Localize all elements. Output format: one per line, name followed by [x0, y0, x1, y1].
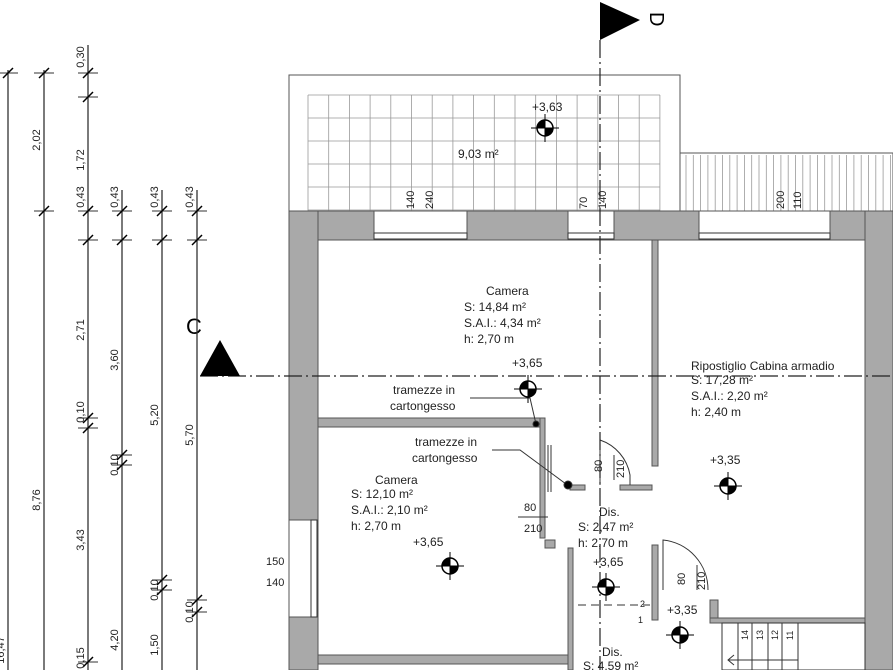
- level-marker-icon: [531, 114, 559, 142]
- walls: [288, 210, 893, 670]
- dimension-label: 8,76: [31, 489, 43, 510]
- svg-text:150: 150: [266, 556, 284, 568]
- dimension-label: 2,71: [75, 319, 87, 340]
- svg-text:h: 2,70 m: h: 2,70 m: [464, 332, 514, 346]
- svg-text:h: 2,70 m: h: 2,70 m: [351, 519, 401, 533]
- dimension-label: 1,50: [149, 634, 161, 655]
- svg-text:S.A.I.: 4,34 m²: S.A.I.: 4,34 m²: [464, 316, 541, 330]
- svg-text:110: 110: [792, 191, 804, 209]
- windows[interactable]: [288, 210, 831, 618]
- svg-text:S: 4,59 m²: S: 4,59 m²: [583, 659, 638, 670]
- svg-text:Dis.: Dis.: [602, 645, 623, 659]
- dimension-label: 0,43: [75, 186, 87, 207]
- dimension-label: 0,10: [184, 601, 196, 622]
- svg-text:S: 14,84 m²: S: 14,84 m²: [464, 300, 526, 314]
- svg-text:140: 140: [266, 577, 284, 589]
- door-swings[interactable]: [547, 439, 709, 591]
- dimension-label: 4,20: [109, 629, 121, 650]
- svg-text:S.A.I.: 2,10 m²: S.A.I.: 2,10 m²: [351, 503, 428, 517]
- terrace-outline: [288, 74, 681, 212]
- dimension-label: 0,30: [75, 46, 87, 67]
- stair-step-number: 13: [755, 630, 765, 640]
- dimension-chains: 16,47 2,02 8,76 0,30 1,72 0,43 2,71 0,10 3,43 0,1…: [0, 45, 207, 670]
- svg-text:80: 80: [676, 573, 688, 585]
- dimension-label: 2,02: [31, 129, 43, 150]
- svg-text:S: 12,10 m²: S: 12,10 m²: [351, 487, 413, 501]
- svg-text:210: 210: [615, 460, 627, 478]
- opening-dimensions: 140 240 70 140 200 110 150 140 80 210 80…: [266, 191, 804, 625]
- dimension-label: 0,43: [149, 186, 161, 207]
- svg-text:Ripostiglio Cabina armadio: Ripostiglio Cabina armadio: [691, 359, 835, 373]
- dimension-label: 0,10: [149, 579, 161, 600]
- svg-text:S.A.I.: 2,20 m²: S.A.I.: 2,20 m²: [691, 389, 768, 403]
- level-markers: [436, 114, 742, 649]
- svg-text:1: 1: [638, 615, 643, 625]
- svg-text:140: 140: [597, 191, 609, 209]
- svg-text:S: 2,47 m²: S: 2,47 m²: [578, 520, 633, 534]
- svg-text:+3,65: +3,65: [512, 356, 543, 370]
- svg-text:cartongesso: cartongesso: [390, 399, 456, 413]
- svg-text:h: 2,40 m: h: 2,40 m: [691, 405, 741, 419]
- svg-text:+3,35: +3,35: [710, 453, 741, 467]
- svg-text:+3,65: +3,65: [413, 535, 444, 549]
- stair-step-numbers: 14 13 12 11: [740, 630, 795, 640]
- dimension-label: 3,60: [109, 349, 121, 370]
- svg-text:210: 210: [696, 572, 708, 590]
- stair-step-number: 11: [785, 631, 795, 640]
- terrace-tiles: [307, 94, 661, 211]
- dimension-label: 5,70: [184, 424, 196, 445]
- svg-text:80: 80: [524, 502, 536, 514]
- dimension-label: 5,20: [149, 404, 161, 425]
- dimension-label: 1,72: [75, 149, 87, 170]
- section-c-label: C: [186, 314, 202, 339]
- svg-text:2: 2: [640, 599, 645, 609]
- section-c-arrow-icon: [200, 340, 240, 376]
- level-marker-icon: [714, 472, 742, 500]
- svg-text:+3,63: +3,63: [532, 100, 563, 114]
- svg-text:9,03 m²: 9,03 m²: [458, 147, 499, 161]
- dimension-label: 0,43: [109, 186, 121, 207]
- section-d-label: D: [645, 12, 667, 26]
- level-marker-icon: [436, 552, 464, 580]
- svg-text:cartongesso: cartongesso: [412, 451, 478, 465]
- svg-text:210: 210: [524, 523, 542, 535]
- svg-text:h: 2,70 m: h: 2,70 m: [578, 536, 628, 550]
- dimension-label: 0,10: [75, 401, 87, 422]
- svg-text:140: 140: [405, 191, 417, 209]
- level-marker-icon: [666, 621, 694, 649]
- svg-text:+3,35: +3,35: [667, 603, 698, 617]
- balcony-hatching: [679, 152, 893, 212]
- svg-text:tramezze in: tramezze in: [415, 435, 477, 449]
- svg-text:240: 240: [424, 191, 436, 209]
- svg-text:Camera: Camera: [486, 284, 529, 298]
- level-marker-icon: [592, 573, 620, 601]
- svg-text:S: 17,28 m²: S: 17,28 m²: [691, 373, 753, 387]
- svg-text:200: 200: [775, 191, 787, 209]
- stair-step-number: 14: [740, 630, 750, 640]
- dimension-label: 0,15: [75, 647, 87, 668]
- svg-text:Dis.: Dis.: [599, 505, 620, 519]
- dimension-label: 0,10: [109, 454, 121, 475]
- dimension-label: 16,47: [0, 636, 7, 664]
- dimension-label: 3,43: [75, 529, 87, 550]
- svg-text:tramezze in: tramezze in: [393, 383, 455, 397]
- svg-text:70: 70: [578, 197, 590, 209]
- section-d-arrow-icon: [600, 2, 640, 40]
- dimension-label: 0,43: [184, 186, 196, 207]
- room-labels: 9,03 m² +3,63 Camera S: 14,84 m² S.A.I.:…: [351, 100, 835, 670]
- stair-step-number: 12: [770, 630, 780, 640]
- svg-text:80: 80: [593, 460, 605, 472]
- leader-lines: [470, 397, 573, 490]
- level-marker-icon: [514, 375, 542, 403]
- stairs: [721, 622, 866, 670]
- svg-text:+3,65: +3,65: [593, 555, 624, 569]
- svg-text:Camera: Camera: [375, 473, 418, 487]
